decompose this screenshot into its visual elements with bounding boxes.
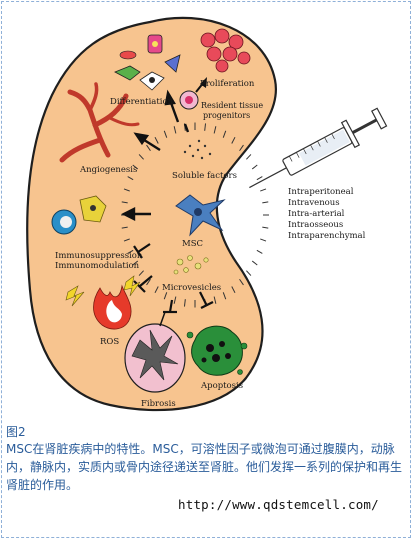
label-soluble-factors: Soluble factors [172,171,237,181]
radiating-dash [260,239,266,241]
route-4: Intraparenchymal [288,231,366,241]
route-3: Intraosseous [288,220,343,230]
label-immuno-line2: Immunomodulation [55,261,140,271]
label-msc: MSC [182,239,203,249]
label-proliferation: Proliferation [200,79,255,89]
radiating-dash [260,189,266,191]
radiating-dash [252,261,257,265]
watermark-url: http://www.qdstemcell.com/ [178,497,379,512]
caption-title: 图2 [6,424,408,440]
label-ros: ROS [100,337,119,347]
radiating-dash [246,271,251,276]
label-immuno-line1: Immunosuppression [55,251,143,261]
radiating-dash [262,202,268,203]
route-0: Intraperitoneal [288,187,354,197]
radiating-dash [262,227,268,228]
label-differentiation: Differentiation [110,97,174,107]
radiating-dash [257,177,262,180]
route-2: Intra-arterial [288,209,345,219]
label-microvesicles: Microvesicles [162,283,221,293]
label-fibrosis: Fibrosis [141,399,176,409]
caption-text: MSC在肾脏疾病中的特性。MSC，可溶性因子或微泡可通过腹膜内，动脉内，静脉内，… [6,440,408,494]
radiating-dash [257,250,262,253]
radiating-dash [252,165,257,169]
figure-caption: 图2 MSC在肾脏疾病中的特性。MSC，可溶性因子或微泡可通过腹膜内，动脉内，静… [6,424,408,494]
route-1: Intravenous [288,198,340,208]
label-resident-line1: Resident tissue [201,101,263,110]
label-apoptosis: Apoptosis [200,381,243,391]
label-resident-line2: progenitors [203,111,250,120]
label-angiogenesis: Angiogenesis [79,165,137,175]
radiating-dash [246,154,251,159]
msc-kidney-diagram: Differentiation Proliferation Resident t… [0,0,414,420]
